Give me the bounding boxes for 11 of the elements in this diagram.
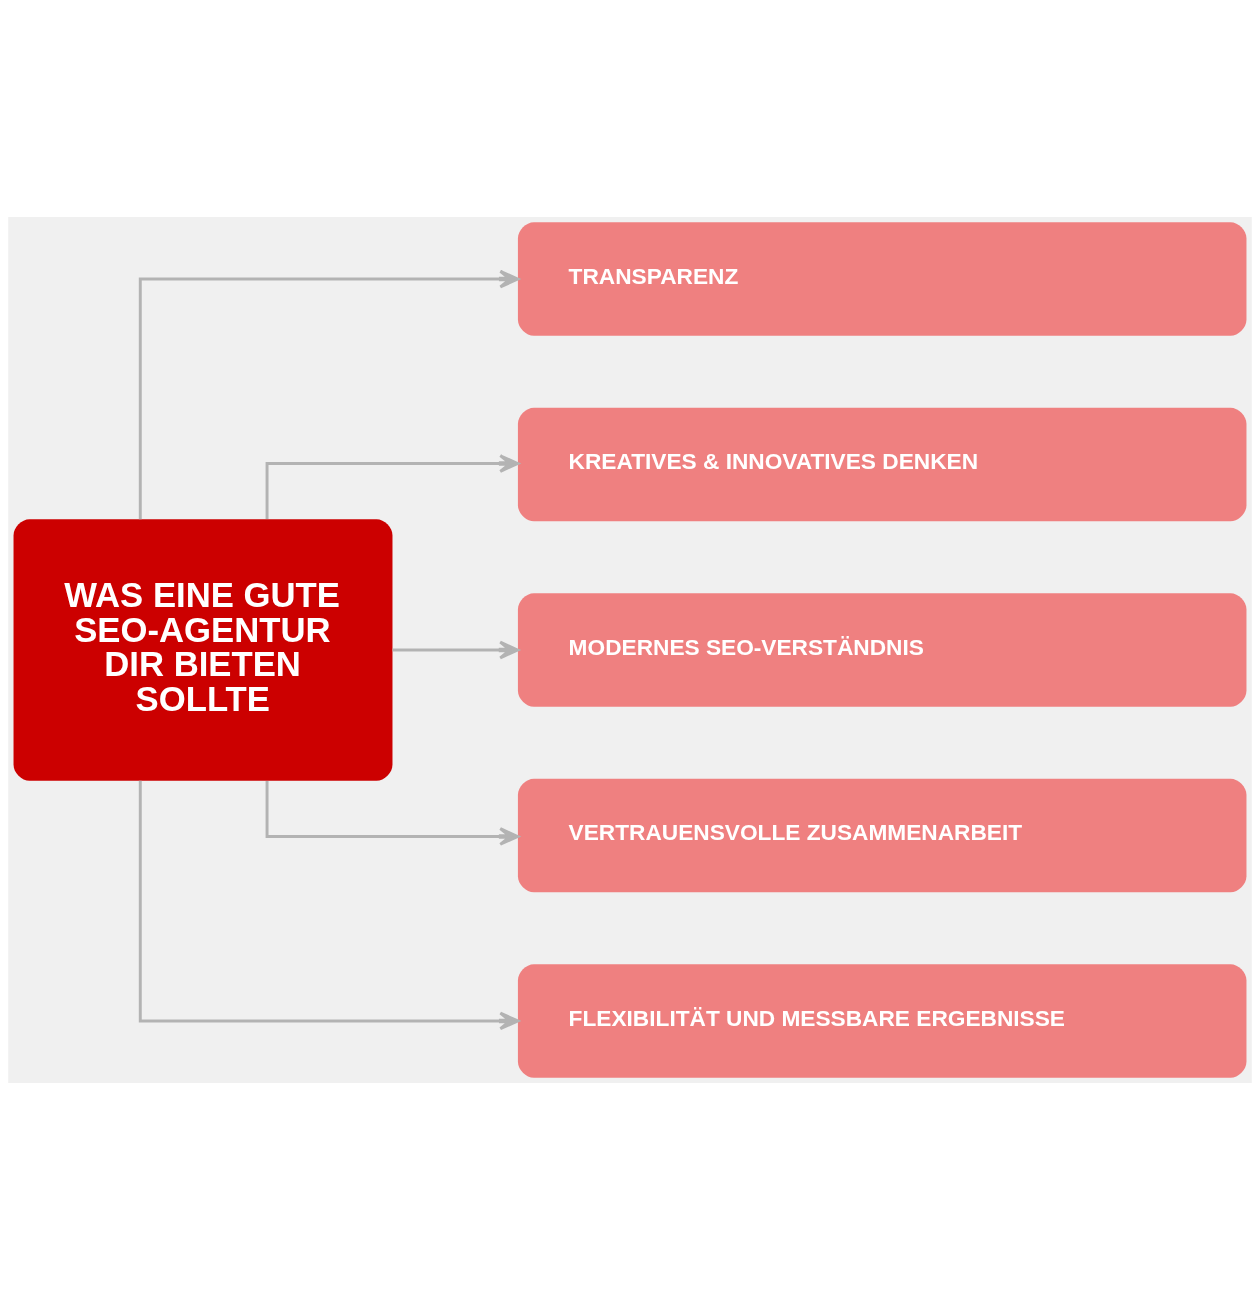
- arrow: [392, 640, 520, 660]
- arrow: [138, 269, 520, 520]
- node-box: MODERNES SEO-VERSTÄNDNIS: [517, 593, 1247, 707]
- node-box: WAS EINE GUTE SEO-AGENTUR DIR BIETEN SOLLTE: [13, 519, 393, 781]
- arrow: [265, 454, 520, 519]
- node-box: FLEXIBILITÄT UND MESSBARE ERGEBNISSE: [517, 964, 1247, 1078]
- node-box: KREATIVES & INNOVATIVES DENKEN: [517, 407, 1247, 522]
- node-box: TRANSPARENZ: [517, 222, 1247, 336]
- node-box: VERTRAUENSVOLLE ZUSAMMENARBEIT: [517, 778, 1247, 893]
- arrow: [265, 781, 520, 846]
- arrow: [138, 780, 520, 1031]
